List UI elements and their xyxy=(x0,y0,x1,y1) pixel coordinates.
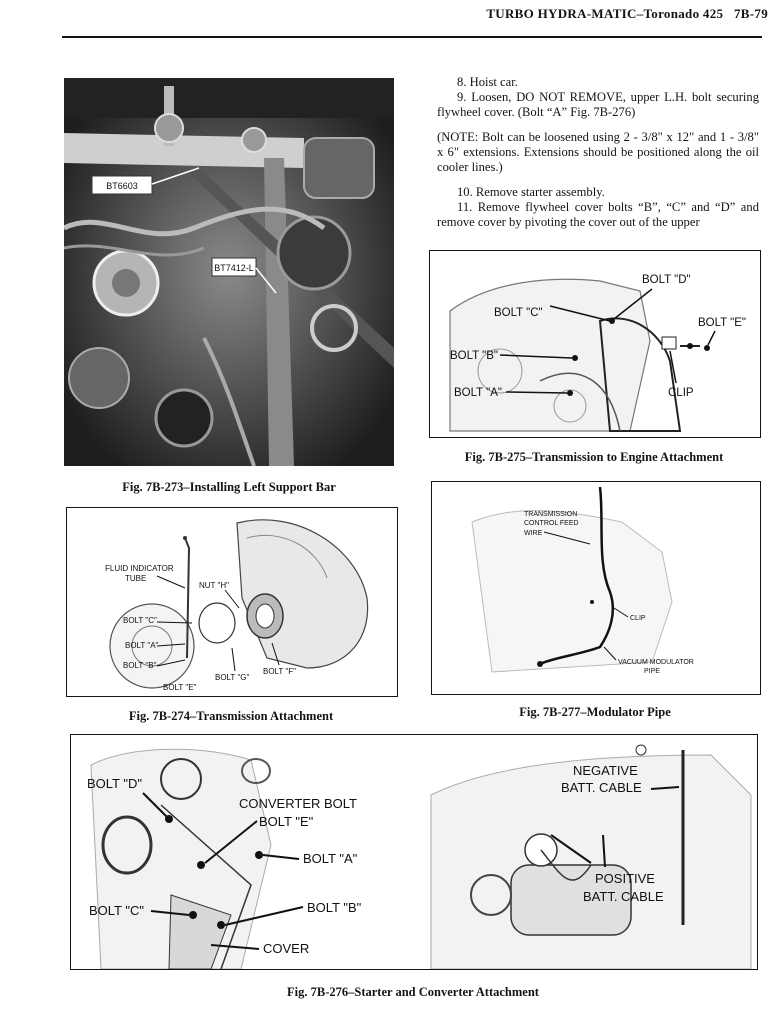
starter-converter-diagram: BOLT "D" CONVERTER BOLT BOLT "E" BOLT "A… xyxy=(87,744,752,969)
label-converter-1: CONVERTER BOLT xyxy=(239,796,357,811)
page-number: 7B-79 xyxy=(734,6,768,21)
label-bolt-c-274: BOLT "C" xyxy=(123,616,157,625)
label-converter-2: BOLT "E" xyxy=(259,814,314,829)
label-bolt-a-274: BOLT "A" xyxy=(125,641,159,650)
transmission-attachment-diagram: FLUID INDICATOR TUBE NUT "H" BOLT "C" BO… xyxy=(105,519,369,692)
page-header: TURBO HYDRA-MATIC–Toronado 425 7B-79 xyxy=(478,6,768,22)
label-bolt-b-274: BOLT "B" xyxy=(123,661,157,670)
label-vacuum-1: VACUUM MODULATOR xyxy=(618,659,694,666)
figure-276: BOLT "D" CONVERTER BOLT BOLT "E" BOLT "A… xyxy=(70,734,758,970)
label-cover: COVER xyxy=(263,941,309,956)
label-bolt-a: BOLT "A" xyxy=(454,387,502,399)
label-fluid-1: FLUID INDICATOR xyxy=(105,564,174,573)
figure-276-caption: Fig. 7B-276–Starter and Converter Attach… xyxy=(287,985,539,999)
transmission-engine-diagram: BOLT "D" BOLT "C" BOLT "E" BOLT "B" BOLT… xyxy=(449,274,746,432)
step-9: 9. Loosen, DO NOT REMOVE, upper L.H. bol… xyxy=(437,90,759,119)
photo-tag-2: BT7412-L xyxy=(214,263,254,273)
label-wire-3: WIRE xyxy=(524,530,543,537)
label-positive-1: POSITIVE xyxy=(595,871,655,886)
label-wire-2: CONTROL FEED xyxy=(524,520,579,527)
step-10: 10. Remove starter assembly. xyxy=(457,185,605,199)
label-bolt-g: BOLT "G" xyxy=(215,673,249,682)
figure-274-caption: Fig. 7B-274–Transmission Attachment xyxy=(128,709,334,723)
label-bolt-c-276: BOLT "C" xyxy=(89,903,144,918)
engine-photo-illustration: BT6603 BT7412-L xyxy=(64,78,394,466)
step-8: 8. Hoist car. xyxy=(457,75,518,89)
label-fluid-2: TUBE xyxy=(125,574,146,583)
figure-275: BOLT "D" BOLT "C" BOLT "E" BOLT "B" BOLT… xyxy=(429,250,761,438)
label-negative-2: BATT. CABLE xyxy=(561,780,642,795)
instruction-text: 8. Hoist car. 9. Loosen, DO NOT REMOVE, … xyxy=(437,75,759,230)
figure-273-caption: Fig. 7B-273–Installing Left Support Bar xyxy=(122,480,336,494)
label-bolt-e-274: BOLT "E" xyxy=(163,683,197,692)
label-clip-277: CLIP xyxy=(630,615,646,622)
label-wire-1: TRANSMISSION xyxy=(524,511,577,518)
figure-277: TRANSMISSION CONTROL FEED WIRE CLIP VACU… xyxy=(431,481,761,695)
photo-tag-1: BT6603 xyxy=(106,181,138,191)
modulator-pipe-diagram: TRANSMISSION CONTROL FEED WIRE CLIP VACU… xyxy=(471,486,694,675)
label-nut-h: NUT "H" xyxy=(199,581,229,590)
label-clip: CLIP xyxy=(668,387,694,399)
figure-273-photo: BT6603 BT7412-L xyxy=(64,78,394,466)
label-bolt-d-276: BOLT "D" xyxy=(87,776,142,791)
label-bolt-a-276: BOLT "A" xyxy=(303,851,358,866)
figure-277-caption: Fig. 7B-277–Modulator Pipe xyxy=(519,705,671,719)
label-bolt-c: BOLT "C" xyxy=(494,307,543,319)
label-bolt-e: BOLT "E" xyxy=(698,317,746,329)
header-title: TURBO HYDRA-MATIC–Toronado 425 xyxy=(486,6,724,21)
note: (NOTE: Bolt can be loosened using 2 - 3/… xyxy=(437,130,759,174)
header-rule xyxy=(62,36,762,38)
label-bolt-d: BOLT "D" xyxy=(642,274,691,286)
label-vacuum-2: PIPE xyxy=(644,668,660,675)
label-positive-2: BATT. CABLE xyxy=(583,889,664,904)
figure-274: FLUID INDICATOR TUBE NUT "H" BOLT "C" BO… xyxy=(66,507,398,697)
step-11: 11. Remove flywheel cover bolts “B”, “C”… xyxy=(437,200,759,229)
label-negative-1: NEGATIVE xyxy=(573,763,638,778)
label-bolt-f: BOLT "F" xyxy=(263,667,296,676)
label-bolt-b-276: BOLT "B" xyxy=(307,900,362,915)
figure-275-caption: Fig. 7B-275–Transmission to Engine Attac… xyxy=(464,450,724,464)
label-bolt-b: BOLT "B" xyxy=(450,350,498,362)
